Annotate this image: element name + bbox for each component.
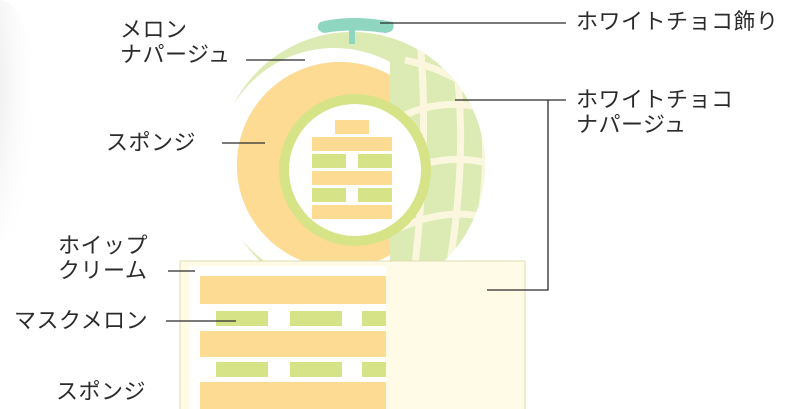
label-line: ナパージュ [576, 113, 687, 138]
sponge-layer-2 [200, 331, 386, 357]
inner-layers [312, 120, 392, 219]
melon-piece [290, 311, 342, 326]
label-line: ホワイトチョコ [576, 88, 734, 113]
label-musk-melon: マスクメロン [14, 309, 149, 334]
label-line: メロン [120, 18, 188, 43]
label-line: ホイップ [58, 234, 149, 259]
label-white-choco-deco: ホワイトチョコ飾り [576, 10, 779, 35]
white-choco-decoration [317, 18, 394, 44]
cake-base [179, 260, 526, 409]
melon-piece [362, 311, 386, 326]
leader-line-white-choco-napage-2 [487, 100, 549, 291]
label-line: ナパージュ [120, 43, 231, 68]
label-melon-napage: メロン ナパージュ [120, 18, 231, 68]
sponge-layer-1 [200, 276, 386, 304]
melon-ball [216, 32, 485, 298]
label-line: クリーム [58, 259, 148, 284]
leader-lines [166, 22, 566, 322]
label-sponge-bottom: スポンジ [56, 380, 147, 405]
melon-piece [290, 362, 342, 377]
sponge-layer-3 [200, 382, 386, 409]
label-white-choco-napage: ホワイトチョコ ナパージュ [576, 88, 734, 138]
melon-piece [216, 362, 268, 377]
melon-piece [216, 311, 268, 326]
cream-right-block [388, 265, 522, 409]
label-whip-cream: ホイップ クリーム [58, 234, 148, 284]
melon-piece [362, 362, 386, 377]
background-shadow [0, 0, 40, 240]
label-sponge-inner: スポンジ [106, 131, 197, 156]
